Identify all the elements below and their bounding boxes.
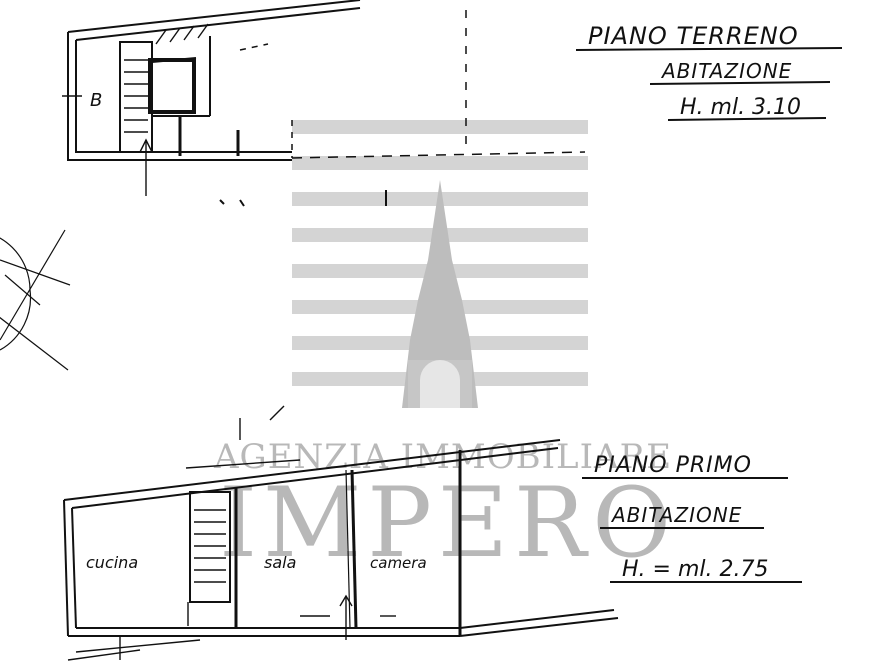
ground-floor-plan	[62, 0, 586, 207]
first-floor-title: PIANO PRIMO	[594, 453, 752, 478]
watermark-logo-skyscraper	[292, 120, 588, 408]
watermark-brand: IMPERO	[219, 467, 677, 579]
first-floor-room-living: sala	[264, 553, 296, 572]
first-floor-room-kitchen: cucina	[86, 553, 138, 572]
ground-floor-use: ABITAZIONE	[660, 59, 792, 83]
ground-floor-height: H. ml. 3.10	[680, 95, 801, 120]
first-floor-height: H. = ml. 2.75	[622, 557, 768, 582]
first-floor-plan	[63, 405, 619, 661]
north-arrow-icon	[0, 229, 71, 371]
watermark-agency-line: AGENZIA IMMOBILIARE	[213, 437, 672, 477]
first-floor-title-block: PIANO PRIMO ABITAZIONE H. = ml. 2.75	[582, 453, 802, 583]
watermark: AGENZIA IMMOBILIARE IMPERO	[213, 120, 677, 579]
ground-floor-title-block: PIANO TERRENO ABITAZIONE H. ml. 3.10	[575, 22, 843, 121]
first-floor-use: ABITAZIONE	[610, 503, 742, 527]
first-floor-room-bedroom: camera	[370, 554, 427, 572]
ground-floor-title: PIANO TERRENO	[588, 22, 799, 50]
ground-floor-room-label: B	[90, 90, 102, 111]
